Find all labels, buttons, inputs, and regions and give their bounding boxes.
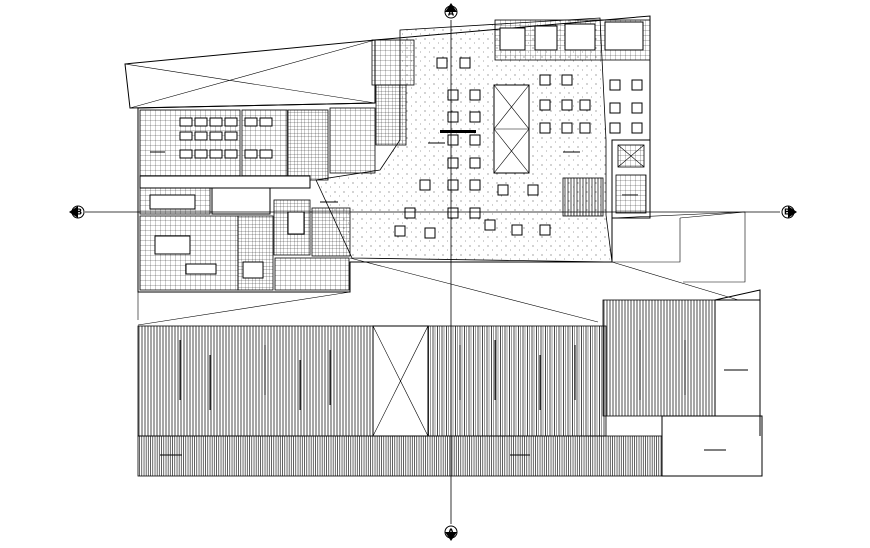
- upper-floor-block: [124, 15, 651, 293]
- grid-axes: [85, 20, 780, 524]
- dining-tables: [394, 57, 643, 239]
- axis-label-left: B: [76, 208, 82, 217]
- axis-marker-bottom: A: [444, 525, 458, 541]
- axis-label-bottom: A: [448, 528, 455, 537]
- axis-marker-left: B: [69, 205, 85, 219]
- lower-floor-block: [137, 211, 763, 477]
- axis-label-top: A: [448, 9, 455, 18]
- axis-marker-right: B: [781, 205, 797, 219]
- axis-marker-top: A: [444, 3, 458, 19]
- desk-rows: [179, 117, 273, 159]
- axis-label-right: B: [784, 208, 790, 217]
